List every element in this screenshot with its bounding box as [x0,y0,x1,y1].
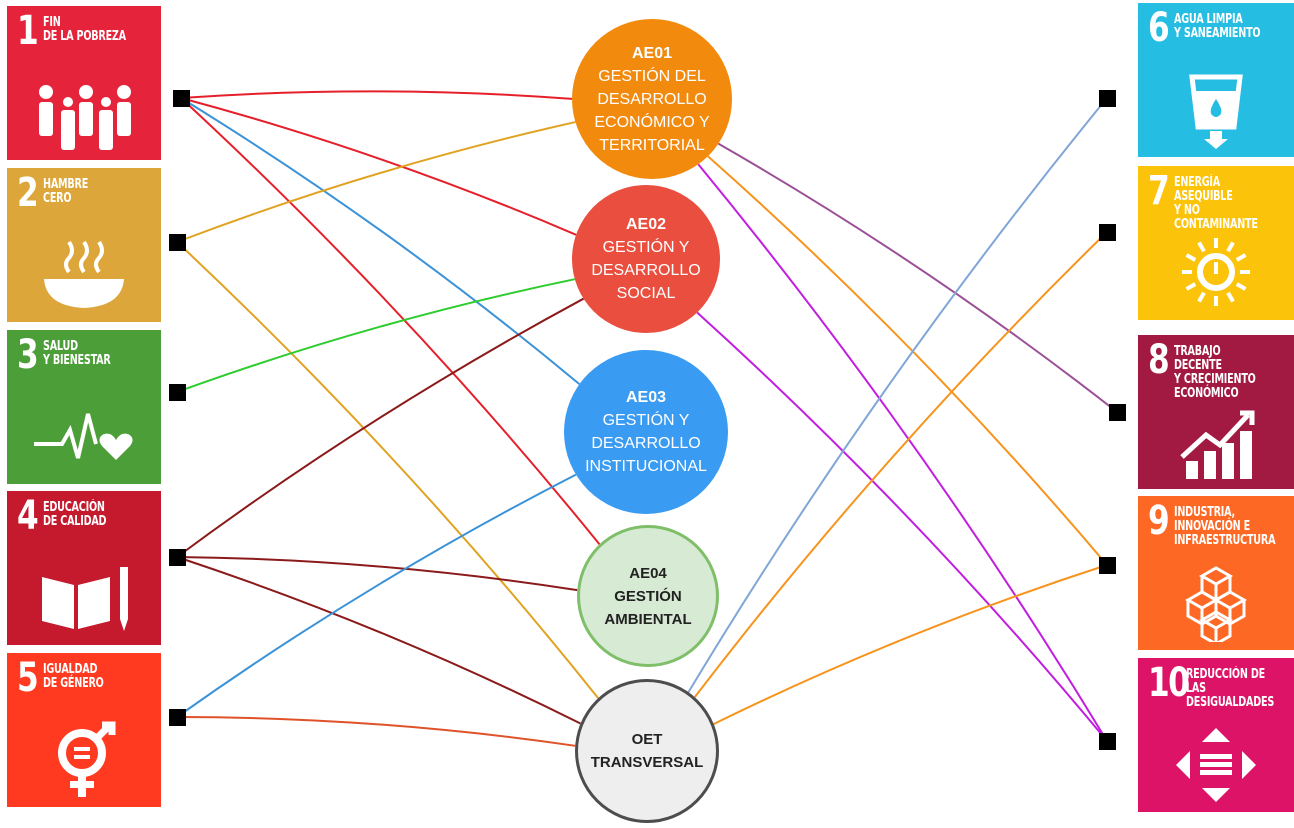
axis-label-line: ECONÓMICO Y [594,113,710,131]
link-oet-sdg-7 [693,231,1108,698]
link-ae02-sdg-10 [696,311,1108,742]
link-ae01-sdg-8 [717,142,1118,413]
link-oet-sdg-9 [713,564,1108,725]
sdg-number: 7 [1148,168,1170,214]
arrows-equal-icon [1138,724,1294,804]
axis-code: OET [631,731,663,748]
sdg-1-connector [173,90,190,107]
gender-equality-icon [7,719,161,799]
bowl-icon [7,234,161,314]
book-pencil-icon [7,557,161,637]
sdg-number: 3 [17,332,39,378]
link-sdg-1-ae03 [180,97,581,385]
sdg-title: ENERGÍA ASEQUIBLE Y NO CONTAMINANTE [1174,175,1258,232]
link-sdg-4-ae04 [176,556,578,592]
sdg-number: 5 [17,655,39,701]
axis-label-line: INSTITUCIONAL [585,458,707,475]
axis-label-line: DESARROLLO [597,90,707,108]
axis-label-line: SOCIAL [616,285,676,302]
sdg-title: INDUSTRIA, INNOVACIÓN E INFRAESTRUCTURA [1174,505,1276,548]
sdg-8-connector [1109,404,1126,421]
sdg-title: TRABAJO DECENTE Y CRECIMIENTO ECONÓMICO [1174,344,1256,401]
axis-label-line: TRANSVERSAL [590,754,704,771]
heartbeat-icon [7,396,161,476]
axis-code: AE03 [625,389,667,406]
link-sdg-1-ae02 [180,97,577,236]
sdg-7-connector [1099,224,1116,241]
sun-power-icon [1138,232,1294,312]
sdg-title: FIN DE LA POBREZA [43,15,126,44]
sdg-title: EDUCACIÓN DE CALIDAD [43,500,107,529]
link-sdg-2-ae01 [176,121,576,243]
sdg-title: HAMBRE CERO [43,177,89,206]
link-ae01-sdg-10 [697,163,1108,742]
sdg-6-connector [1099,90,1116,107]
link-sdg-1-ae04 [180,97,601,545]
link-sdg-2-oet [176,241,599,699]
sdg-number: 1 [17,8,39,54]
sdg-number: 8 [1148,337,1170,383]
link-sdg-3-ae02 [176,278,576,393]
sdg-4-connector [169,549,186,566]
link-sdg-1-ae01 [180,90,573,100]
sdg-10-connector [1099,733,1116,750]
link-sdg-4-oet [176,556,581,725]
sdg-title: SALUD Y BIENESTAR [43,339,111,368]
link-sdg-5-oet [176,716,576,747]
sdg-number: 4 [17,493,39,539]
people-icon [7,72,161,152]
sdg-title: IGUALDAD DE GÉNERO [43,662,104,691]
axis-code: AE04 [629,564,667,582]
link-ae01-sdg-9 [707,155,1108,566]
sdg-number: 9 [1148,498,1170,544]
axis-label-line: TERRITORIAL [599,136,705,154]
axis-label-line: DESARROLLO [591,262,701,279]
axis-label-line: GESTIÓN [614,587,682,605]
sdg-9-connector [1099,557,1116,574]
axis-label-line: GESTIÓN Y [602,239,690,256]
sdg-number: 2 [17,170,39,216]
sdg-5-connector [169,709,186,726]
axis-code: AE02 [625,216,667,233]
sdg-3-connector [169,384,186,401]
sdg-title: REDUCCIÓN DE LAS DESIGUALDADES [1186,667,1275,710]
sdg-number: 6 [1148,5,1170,51]
sdg-2-connector [169,234,186,251]
axis-label-line: GESTIÓN Y [602,412,690,429]
axis-node-oet: OET TRANSVERSAL [575,679,719,823]
axis-label-line: GESTIÓN DEL [598,67,706,85]
growth-chart-icon [1138,401,1294,481]
axis-label-line: DESARROLLO [591,435,701,452]
link-sdg-4-ae02 [176,297,585,558]
cubes-icon [1138,562,1294,642]
axis-code: AE01 [631,44,673,62]
sdg-title: AGUA LIMPIA Y SANEAMIENTO [1174,12,1261,41]
link-sdg-5-ae03 [176,473,577,718]
sdg-number: 10 [1148,660,1190,706]
link-oet-sdg-6 [687,97,1108,693]
water-glass-icon [1138,69,1294,149]
axis-label-line: AMBIENTAL [604,610,692,628]
